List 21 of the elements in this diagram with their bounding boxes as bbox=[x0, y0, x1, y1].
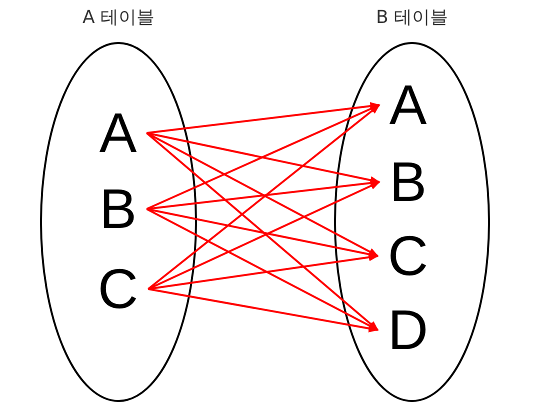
arrow bbox=[146, 132, 379, 331]
arrow bbox=[146, 104, 380, 210]
element-letter: C bbox=[98, 261, 138, 317]
element-letter: A bbox=[99, 105, 137, 161]
arrow bbox=[146, 208, 379, 331]
arrow bbox=[146, 208, 379, 258]
table-title: B 테이블 bbox=[376, 7, 448, 29]
arrow bbox=[148, 181, 380, 290]
element-letter: C bbox=[388, 228, 428, 284]
element-letter: B bbox=[99, 181, 137, 237]
arrow bbox=[146, 132, 379, 257]
arrow bbox=[148, 253, 379, 290]
element-letter: D bbox=[388, 302, 428, 358]
table-title: A 테이블 bbox=[82, 7, 155, 29]
arrow bbox=[146, 102, 380, 134]
arrow bbox=[148, 288, 379, 332]
arrow bbox=[146, 179, 380, 210]
element-letter: B bbox=[389, 154, 427, 210]
arrow bbox=[146, 132, 380, 184]
arrow bbox=[148, 104, 380, 290]
element-letter: A bbox=[389, 77, 427, 133]
